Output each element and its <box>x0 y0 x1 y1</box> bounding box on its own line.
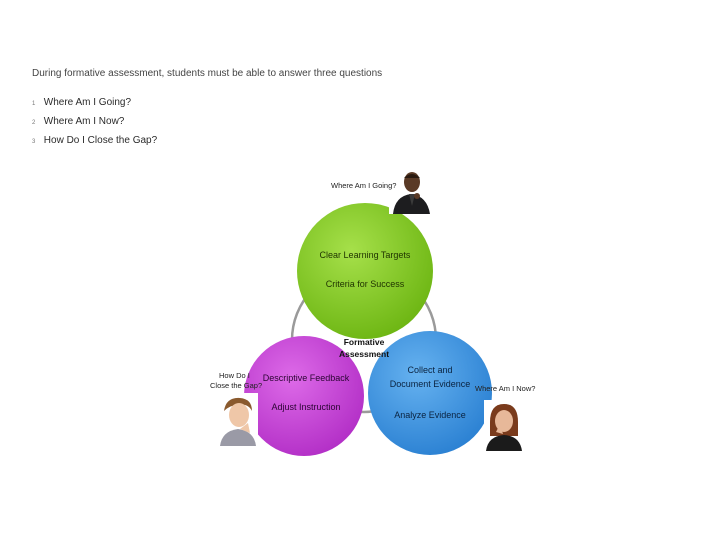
green-circle-label-2: Criteria for Success <box>326 279 405 289</box>
student-photo-left <box>218 393 258 446</box>
magenta-circle-label-2: Adjust Instruction <box>271 402 340 412</box>
question-number: 3 <box>32 139 36 145</box>
green-circle-label-1: Clear Learning Targets <box>320 250 411 260</box>
question-text: Where Am I Going? <box>43 97 132 108</box>
question-text: How Do I Close the Gap? <box>43 135 158 146</box>
blue-circle-label-1: Collect and <box>407 365 452 375</box>
center-label-2: Assessment <box>339 349 389 359</box>
question-item: 3 How Do I Close the Gap? <box>32 132 157 151</box>
question-item: 1 Where Am I Going? <box>32 94 157 113</box>
caption-left-line1: How Do I <box>219 371 250 380</box>
magenta-circle-label-1: Descriptive Feedback <box>263 373 350 383</box>
intro-text: During formative assessment, students mu… <box>32 68 383 79</box>
blue-circle-label-2: Document Evidence <box>390 379 471 389</box>
question-list: 1 Where Am I Going? 2 Where Am I Now? 3 … <box>32 94 157 151</box>
caption-top: Where Am I Going? <box>331 181 397 190</box>
question-text: Where Am I Now? <box>43 116 125 127</box>
caption-right: Where Am I Now? <box>475 384 536 393</box>
magenta-circle <box>244 336 364 456</box>
student-photo-top <box>389 166 434 214</box>
student-photo-right <box>484 400 524 451</box>
question-number: 1 <box>32 101 36 107</box>
question-number: 2 <box>32 120 36 126</box>
blue-circle <box>368 331 492 455</box>
green-circle <box>297 203 433 339</box>
center-label-1: Formative <box>344 337 385 347</box>
blue-circle-label-3: Analyze Evidence <box>394 410 466 420</box>
question-item: 2 Where Am I Now? <box>32 113 157 132</box>
caption-left-line2: Close the Gap? <box>210 381 263 390</box>
